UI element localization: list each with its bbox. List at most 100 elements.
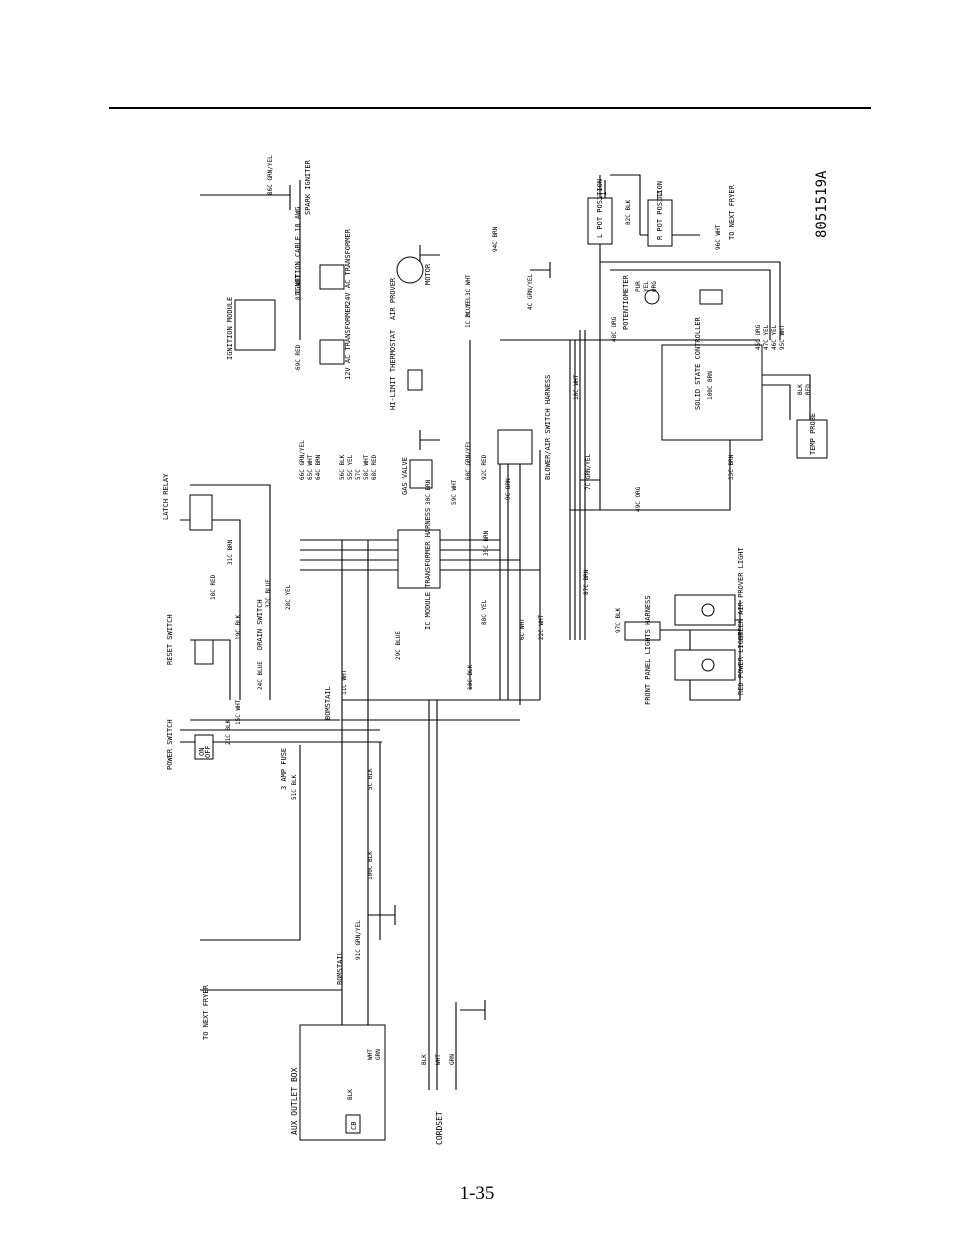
label-r-pot: R POT POSITION (656, 181, 664, 240)
wire-10: 10C WHT (573, 374, 580, 400)
label-switch-on: ON (198, 748, 206, 756)
drawing-number: 8051519A (814, 170, 830, 238)
wire-7: 7C GRN/YEL (585, 453, 592, 490)
label-potentiometer: POTENTIOMETER (622, 274, 630, 330)
header-rule (109, 107, 871, 109)
wire-2: 2C YEL (465, 296, 472, 318)
fuse-wires (200, 742, 381, 941)
wire-blk-cord: BLK (421, 1054, 428, 1065)
wire-48: 48C ORG (611, 316, 618, 342)
wire-red-probe: RED (805, 384, 812, 395)
motor-symbol (396, 256, 424, 284)
wire-100: 100C BLK (367, 851, 374, 880)
label-reset-switch: RESET SWITCH (166, 614, 174, 665)
label-cb: CB (350, 1122, 358, 1130)
ic-harness-connector (397, 529, 441, 589)
blower-harness-connector (497, 429, 533, 465)
ground-symbol-3 (530, 262, 551, 278)
wire-87: 87C BRN (583, 569, 590, 595)
wire-wht-aux: WHT (367, 1049, 374, 1060)
label-ic-harness: IC MODULE TRANSFORMER HARNESS (424, 508, 432, 630)
label-drain-switch: DRAIN SWITCH (256, 599, 264, 650)
wire-11: 11C WHT (341, 669, 348, 695)
wire-59: 59C WHT (451, 479, 458, 505)
wire-wht-cord: WHT (435, 1054, 442, 1065)
label-blower-harness: BLOWER/AIR SWITCH HARNESS (544, 375, 552, 480)
wire-5: 5C BLK (367, 768, 374, 790)
igniter-wires (200, 180, 301, 340)
probe-wires (750, 374, 811, 420)
wire-64: 64C BRN (315, 454, 322, 480)
transformer-12-box (319, 339, 345, 365)
latch-relay-box (189, 494, 213, 531)
wire-24: 24C BLUE (257, 661, 264, 690)
label-power-switch: POWER SWITCH (166, 719, 174, 770)
label-bomstail-bottom: BOMSTAIL (336, 951, 344, 985)
wire-pur: PUR (635, 281, 642, 292)
wire-21: 21C BLK (225, 719, 232, 745)
wire-49: 49C ORG (635, 486, 642, 512)
wire-60: 60C GRN/YEL (465, 440, 472, 480)
cb-box (345, 1114, 361, 1134)
wire-55: 55C YEL (347, 454, 354, 480)
label-front-panel-harness: FRONT PANEL LIGHTS HARNESS (644, 595, 652, 705)
gas-valve-box (409, 459, 433, 489)
wire-92: 92C RED (481, 454, 488, 480)
green-lamp (701, 603, 715, 617)
wire-blk-probe: BLK (797, 384, 804, 395)
transformer-24-box (319, 264, 345, 290)
wire-88: 88C YEL (481, 599, 488, 625)
label-to-next-fryer-top: TO NEXT FRYER (728, 184, 736, 240)
l-pot-box (587, 197, 613, 245)
label-transformer-12: 12V AC TRANSFORMER (344, 303, 352, 380)
wire-47: 47C YEL (763, 324, 770, 350)
ground-symbol-5 (419, 245, 440, 265)
label-to-next-fryer-left: TO NEXT FRYER (202, 984, 210, 1040)
front-panel-connector (624, 621, 661, 641)
wire-13: 13C BLK (467, 664, 474, 690)
label-aux-outlet-box: AUX OUTLET BOX (290, 1067, 299, 1135)
reset-switch-box (194, 639, 214, 665)
ground-symbol-2 (368, 905, 396, 925)
wire-32: 32C BLUE (265, 579, 272, 608)
wire-4: 4C GRN/YEL (527, 273, 534, 310)
wire-96: 96C WHT (715, 224, 722, 250)
r-pot-box (647, 199, 673, 247)
label-red-light: RED POWER LIGHT (737, 631, 745, 695)
label-temp-probe: TEMP PROBE (809, 413, 817, 455)
controller-box (661, 344, 763, 441)
top-bus (600, 261, 781, 340)
label-amp-fuse: 3 AMP FUSE (280, 748, 288, 790)
controller-feed (569, 330, 586, 640)
aux-outlet-box (299, 1024, 386, 1141)
wire-97: 97C BLK (615, 607, 622, 633)
wire-46: 46C YEL (771, 324, 778, 350)
orange-bus (469, 339, 760, 460)
pot-connector (699, 289, 723, 305)
trunk-wires (469, 440, 541, 705)
wire-91: 91C GRN/YEL (355, 920, 362, 960)
wire-56: 56C BLK (339, 454, 346, 480)
label-motor: MOTOR (424, 263, 432, 285)
wire-51: 51C BLK (291, 774, 298, 800)
label-t2: T2 (656, 192, 664, 200)
pot-wires (599, 174, 700, 510)
wire-blk-aux: BLK (347, 1089, 354, 1100)
hi-limit-box (407, 369, 423, 391)
label-t1: T1 (600, 192, 608, 200)
wire-grn-cord: GRN (449, 1054, 456, 1065)
wire-1: 1C BLUE (465, 302, 472, 328)
wire-82: 82C BLK (625, 199, 632, 225)
wire-95: 95C WHT (779, 324, 786, 350)
wire-45: 45C ORG (755, 324, 762, 350)
wire-9: 9C BRN (505, 478, 512, 500)
wire-81: 81C WHT (295, 274, 302, 300)
wire-58: 58C WHT (363, 454, 370, 480)
wire-35: 35C BRN (483, 530, 490, 556)
label-ignition-module: IGNITION MODULE (226, 297, 234, 360)
wire-30: 30C BRN (425, 479, 432, 505)
wire-yel: YEL (643, 281, 650, 292)
label-cordset: CORDSET (435, 1111, 444, 1145)
wire-66: 66C GRN/YEL (299, 440, 306, 480)
wire-86: 86C GRN/YEL (267, 155, 274, 195)
